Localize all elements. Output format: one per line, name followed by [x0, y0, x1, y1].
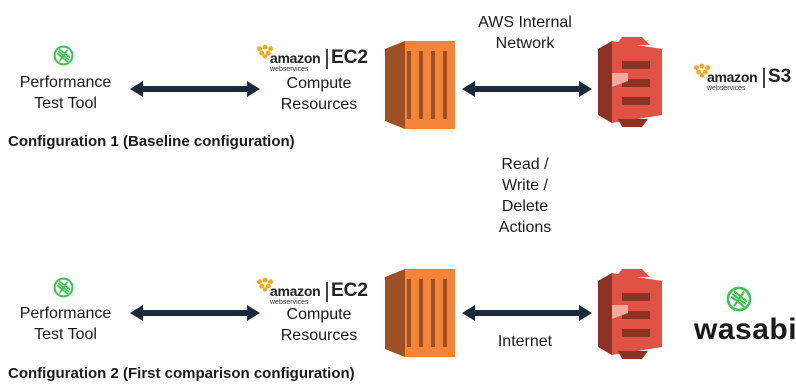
- actions-label: Read / Write / Delete Actions: [480, 154, 570, 238]
- internet-label: Internet: [497, 333, 553, 350]
- tool-label-line2: Test Tool: [34, 326, 97, 343]
- compute-label-line1: Compute: [286, 306, 352, 323]
- actions-label-line1: Read /: [501, 156, 549, 173]
- aws-ec2-logo: amazon webservices EC2: [255, 44, 375, 73]
- aws-brand-sub: webservices: [270, 299, 309, 306]
- wasabi-wordmark: wasabi: [694, 313, 796, 346]
- wasabi-logo-icon: [726, 286, 752, 312]
- actions-label-line3: Delete: [501, 198, 549, 215]
- network-label-line1: AWS Internal: [478, 14, 572, 31]
- aws-brand-sub: webservices: [270, 66, 309, 73]
- s3-service-label: S3: [768, 66, 792, 87]
- network-label-line2: Network: [495, 35, 555, 52]
- aws-brand-text: amazon: [707, 69, 758, 85]
- ec2-service-label: EC2: [331, 280, 368, 301]
- compute-label-line1: Compute: [286, 75, 352, 92]
- actions-label-line2: Write /: [502, 177, 548, 194]
- tool-label-line1: Performance: [19, 305, 112, 322]
- compute-label: Compute Resources: [264, 304, 374, 346]
- network-label: AWS Internal Network: [445, 12, 605, 54]
- aws-brand-sub: webservices: [707, 85, 746, 92]
- compute-label: Compute Resources: [264, 73, 374, 115]
- aws-brand-text: amazon: [270, 283, 321, 299]
- aws-brand-text: amazon: [270, 50, 321, 66]
- actions-label-line4: Actions: [498, 219, 552, 236]
- ec2-service-label: EC2: [331, 47, 368, 68]
- s3-bucket-icon: [598, 267, 662, 361]
- double-arrow-icon: [462, 81, 592, 97]
- double-arrow-icon: [130, 305, 260, 321]
- config-1-title: Configuration 1 (Baseline configuration): [8, 133, 295, 150]
- ec2-icon: [385, 268, 455, 358]
- tool-label: Performance Test Tool: [8, 303, 123, 345]
- tool-label-line2: Test Tool: [34, 95, 97, 112]
- wasabi-logo-icon: [53, 277, 74, 298]
- compute-label-line2: Resources: [280, 96, 358, 113]
- aws-s3-logo: amazon webservices S3: [692, 63, 792, 92]
- tool-label-line1: Performance: [19, 74, 112, 91]
- compute-label-line2: Resources: [280, 327, 358, 344]
- aws-ec2-logo: amazon webservices EC2: [255, 277, 375, 306]
- double-arrow-icon: [130, 81, 260, 97]
- config-2-title: Configuration 2 (First comparison config…: [8, 365, 355, 382]
- wasabi-logo-icon: [53, 45, 74, 66]
- wasabi-brand-logo: wasabi: [690, 286, 796, 356]
- double-arrow-icon: [462, 305, 592, 321]
- tool-label: Performance Test Tool: [8, 72, 123, 114]
- s3-bucket-icon: [598, 35, 662, 129]
